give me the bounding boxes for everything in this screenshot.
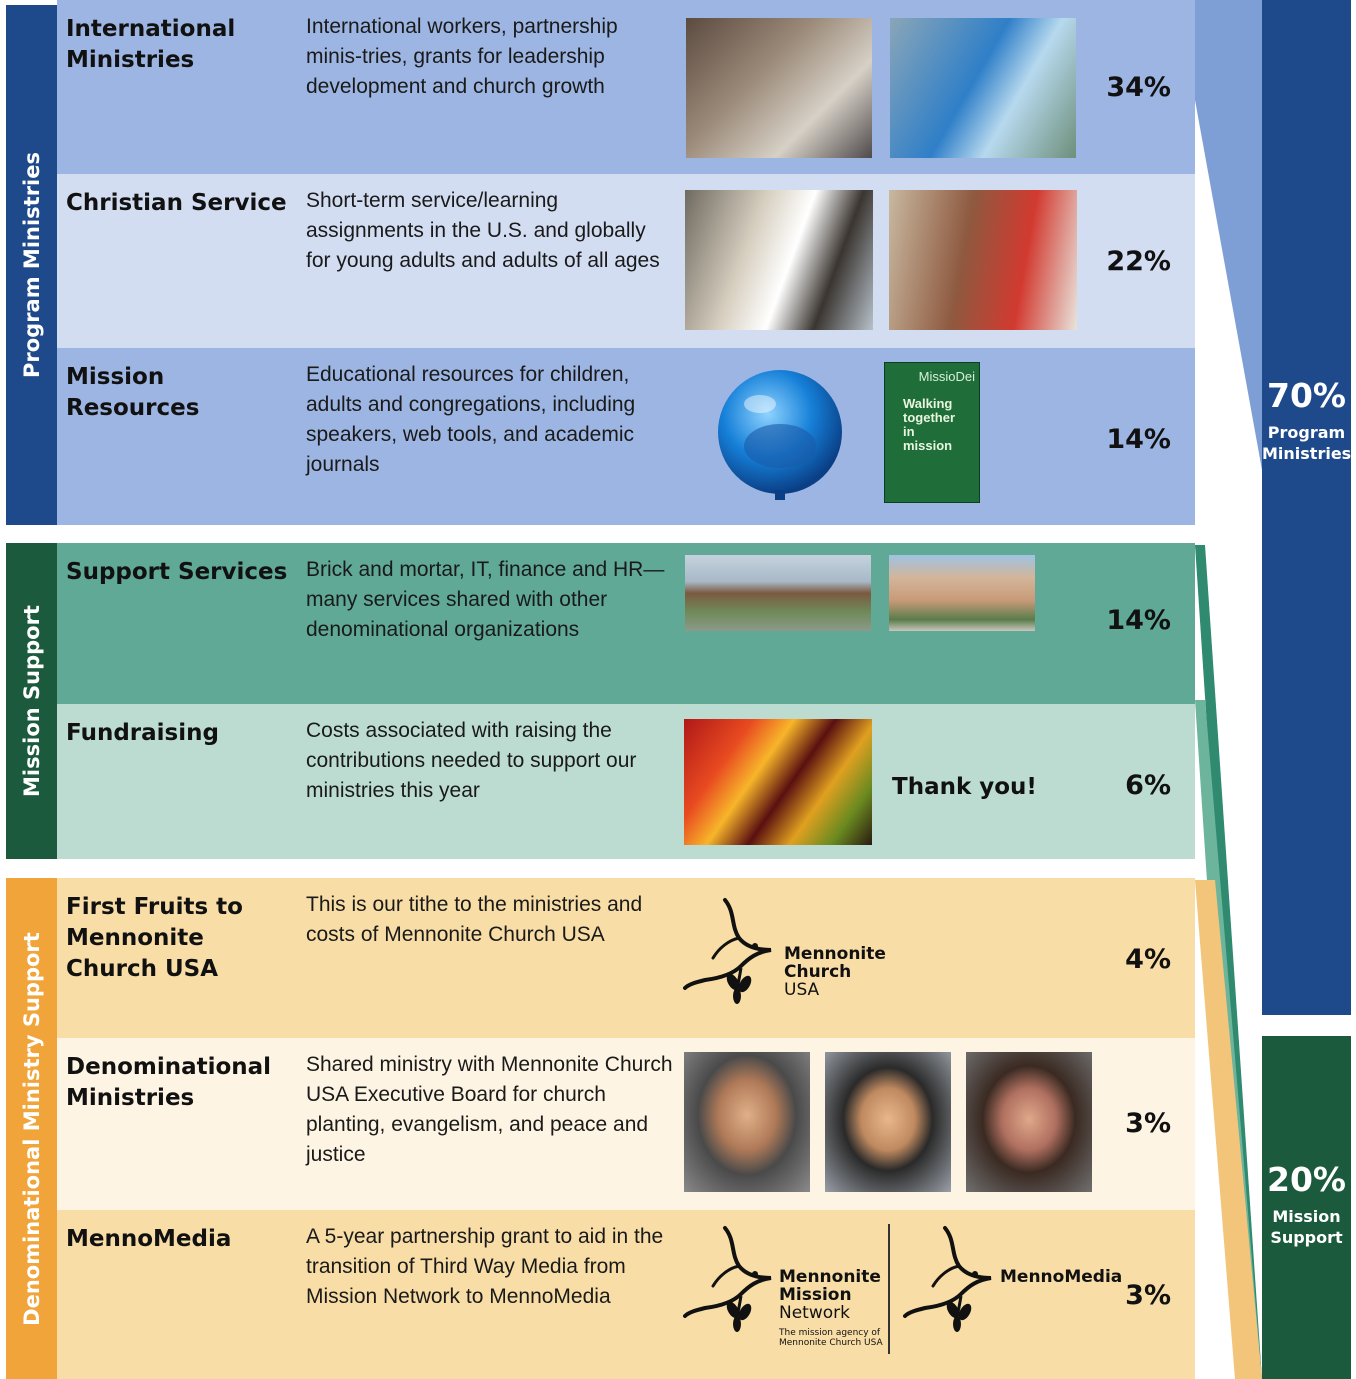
- summary-label: Ministries: [1262, 444, 1352, 463]
- row-international-ministries: International Ministries International w…: [57, 0, 1195, 174]
- summary-label: Program: [1267, 423, 1346, 442]
- row-title: Denominational Ministries: [66, 1054, 272, 1111]
- summary-mission-support: 20% Mission Support: [1262, 1036, 1351, 1379]
- photo-portrait-1: [684, 1052, 810, 1192]
- category-bar-denominational-ministry-support: Denominational Ministry Support: [6, 878, 57, 1379]
- row-percentage: 6%: [1125, 770, 1171, 801]
- category-bar-program-ministries: Program Ministries: [6, 5, 57, 525]
- category-label: Mission Support: [19, 605, 44, 797]
- photo-students-group: [686, 18, 872, 158]
- photo-man-in-white-coat: [685, 190, 873, 330]
- photo-portrait-3: [966, 1052, 1092, 1192]
- logo-line: Network: [779, 1303, 850, 1323]
- blue-globe-icon: [718, 370, 842, 500]
- row-description: A 5-year partnership grant to aid in the…: [306, 1225, 664, 1308]
- row-description: Costs associated with raising the contri…: [306, 719, 637, 802]
- logo-line: Mission: [779, 1285, 852, 1305]
- photo-two-women: [890, 18, 1076, 158]
- row-title: Mission Resources: [66, 364, 200, 421]
- thank-you-text: Thank you!: [892, 774, 1037, 800]
- row-title: International Ministries: [66, 16, 236, 73]
- row-description: This is our tithe to the ministries and …: [306, 893, 643, 946]
- row-description: Educational resources for children, adul…: [306, 363, 636, 476]
- row-percentage: 3%: [1125, 1280, 1171, 1311]
- logo-tagline: Mennonite Church USA: [779, 1338, 883, 1348]
- dove-logo-icon: [683, 898, 772, 1004]
- row-fundraising: Fundraising Costs associated with raisin…: [57, 704, 1195, 859]
- row-title: Support Services: [66, 559, 288, 585]
- logo-divider: [888, 1224, 890, 1354]
- logo-line: Mennonite: [779, 1267, 881, 1287]
- book-title: Walking together in mission: [903, 396, 955, 453]
- row-description: Brick and mortar, IT, finance and HR—man…: [306, 558, 665, 641]
- photo-office-building: [685, 555, 871, 631]
- logo-line: USA: [784, 980, 820, 1000]
- row-percentage: 14%: [1106, 605, 1171, 636]
- book-cover: MissioDei Walking together in mission: [884, 362, 980, 503]
- category-label: Denominational Ministry Support: [19, 931, 44, 1326]
- category-label: Program Ministries: [19, 151, 44, 379]
- summary-label: Mission: [1272, 1207, 1341, 1226]
- row-description: Shared ministry with Mennonite Church US…: [306, 1053, 673, 1166]
- summary-percentage: 70%: [1267, 376, 1346, 415]
- row-christian-service: Christian Service Short-term service/lea…: [57, 174, 1195, 348]
- mennomedia-logo-text: MennoMedia: [1000, 1267, 1123, 1287]
- row-mission-resources: Mission Resources Educational resources …: [57, 348, 1195, 525]
- row-percentage: 22%: [1106, 246, 1171, 277]
- dove-logo-icon: [903, 1226, 992, 1332]
- row-percentage: 3%: [1125, 1108, 1171, 1139]
- mcusa-logo-text: Mennonite Church USA: [784, 945, 886, 999]
- book-brand: MissioDei: [918, 369, 975, 384]
- row-percentage: 14%: [1106, 424, 1171, 455]
- logo-tagline: The mission agency of: [779, 1328, 881, 1338]
- row-description: Short-term service/learning assignments …: [306, 189, 660, 272]
- row-title: First Fruits to Mennonite Church USA: [66, 894, 243, 982]
- photo-flower-macro: [684, 719, 872, 845]
- photo-portrait-2: [825, 1052, 951, 1192]
- row-mennomedia: MennoMedia A 5-year partnership grant to…: [57, 1210, 1195, 1379]
- summary-percentage: 20%: [1267, 1160, 1346, 1199]
- row-description: International workers, partnership minis…: [306, 15, 618, 98]
- summary-label: Support: [1270, 1228, 1343, 1247]
- mmn-logo-text: Mennonite Mission Network The mission ag…: [779, 1268, 883, 1348]
- category-bar-mission-support: Mission Support: [6, 543, 57, 859]
- row-percentage: 4%: [1125, 944, 1171, 975]
- row-title: MennoMedia: [66, 1226, 232, 1252]
- row-denominational-ministries: Denominational Ministries Shared ministr…: [57, 1038, 1195, 1210]
- row-title: Christian Service: [66, 190, 287, 216]
- photo-woman-with-child: [889, 190, 1077, 330]
- logo-line: Church: [784, 962, 852, 982]
- photo-headquarters-building: [889, 555, 1035, 631]
- row-support-services: Support Services Brick and mortar, IT, f…: [57, 543, 1195, 704]
- row-first-fruits: First Fruits to Mennonite Church USA Thi…: [57, 878, 1195, 1038]
- logo-line: Mennonite: [784, 944, 886, 964]
- row-percentage: 34%: [1106, 72, 1171, 103]
- dove-logo-icon: [683, 1226, 772, 1332]
- summary-program-ministries: 70% Program Ministries: [1262, 0, 1351, 1015]
- row-title: Fundraising: [66, 720, 219, 746]
